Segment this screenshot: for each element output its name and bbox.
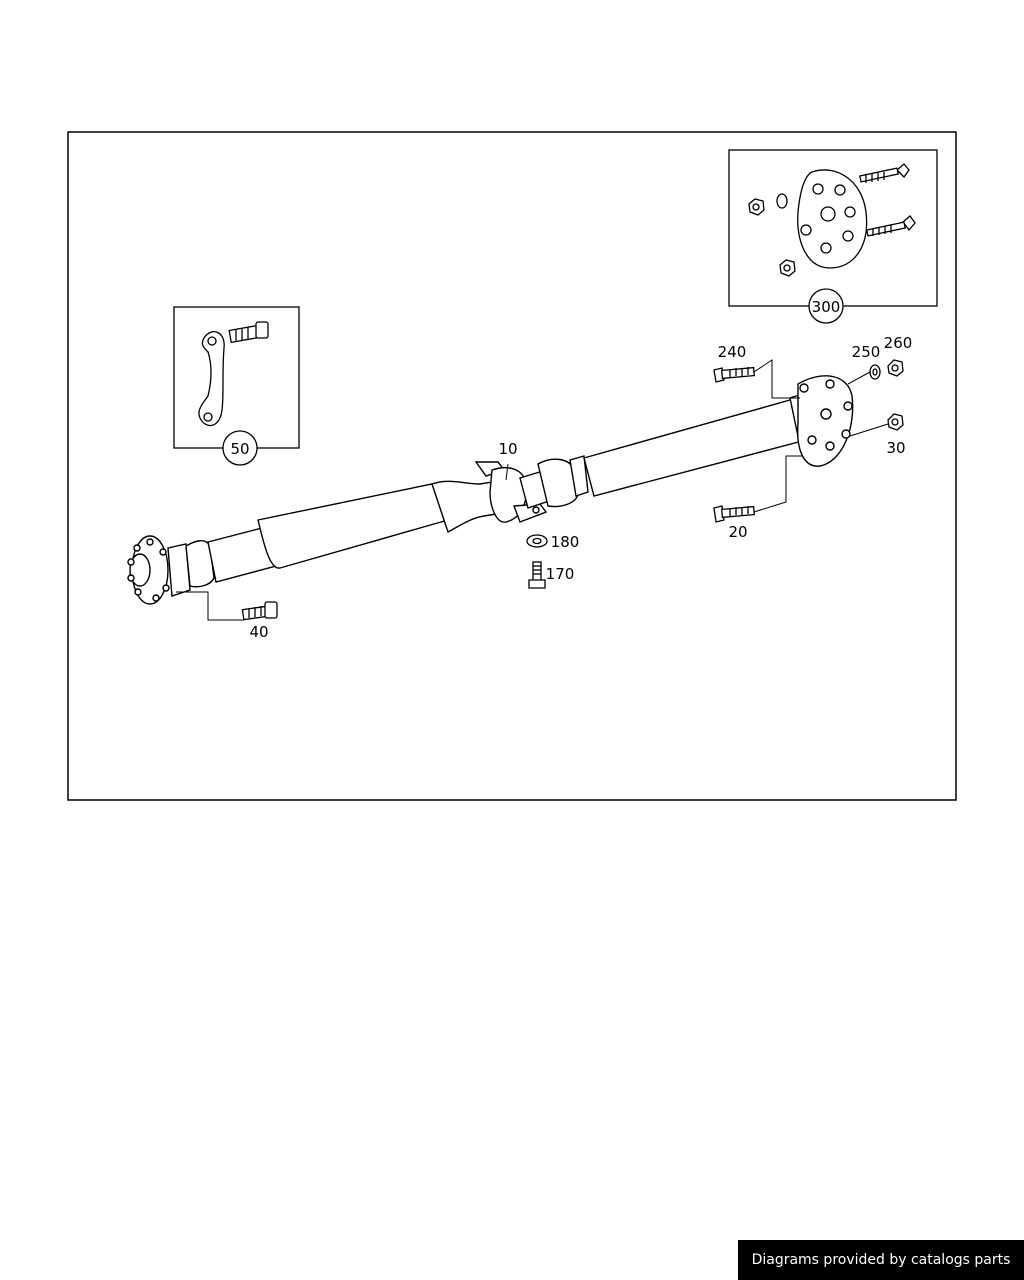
callout-300: 300	[812, 298, 841, 316]
callout-180: 180	[551, 533, 580, 551]
diagram-frame	[67, 131, 957, 801]
callout-240: 240	[718, 343, 747, 361]
front-joint-hardware	[241, 359, 904, 621]
callout-50: 50	[230, 440, 249, 458]
callout-250: 250	[852, 343, 881, 361]
driveshaft-assembly	[127, 375, 854, 605]
leader-lines	[176, 359, 889, 621]
callout-260: 260	[884, 334, 913, 352]
callout-40: 40	[249, 623, 268, 641]
bracket-link-inset	[173, 306, 300, 466]
flex-disc-kit-inset	[728, 149, 938, 324]
callout-170: 170	[546, 565, 575, 583]
callout-10: 10	[498, 440, 517, 458]
callout-30: 30	[886, 439, 905, 457]
callout-20: 20	[728, 523, 747, 541]
footer-credit: Diagrams provided by catalogs parts	[738, 1240, 1024, 1280]
